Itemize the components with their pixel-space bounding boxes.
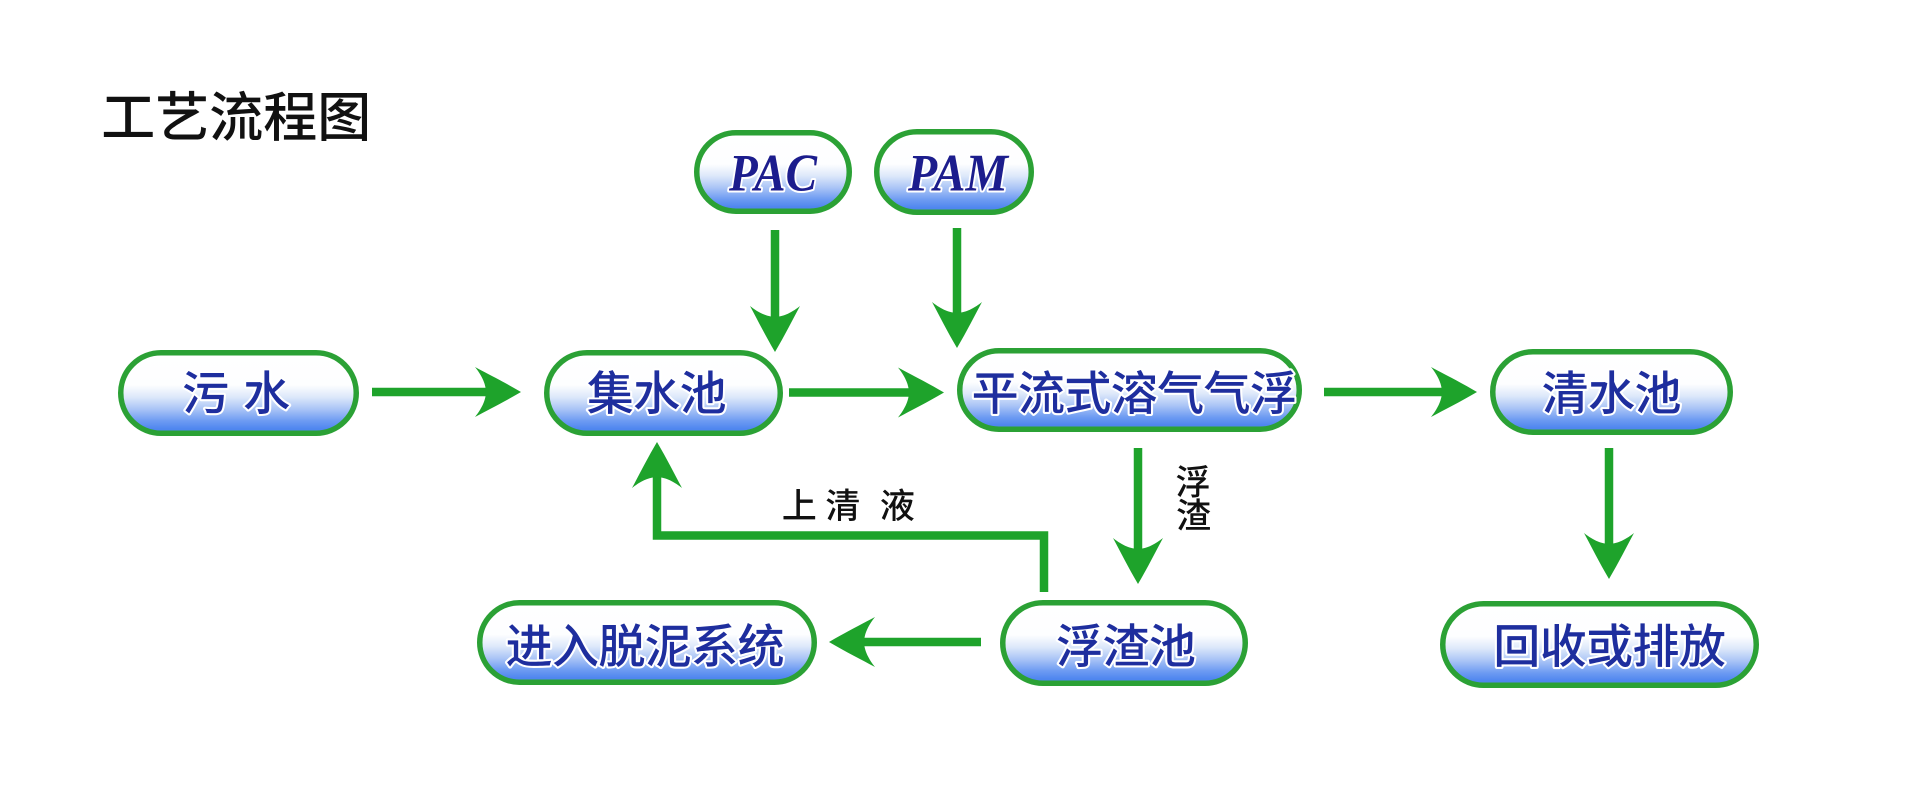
svg-text:PAM: PAM — [907, 144, 1010, 202]
svg-text:PAC: PAC — [728, 144, 817, 202]
